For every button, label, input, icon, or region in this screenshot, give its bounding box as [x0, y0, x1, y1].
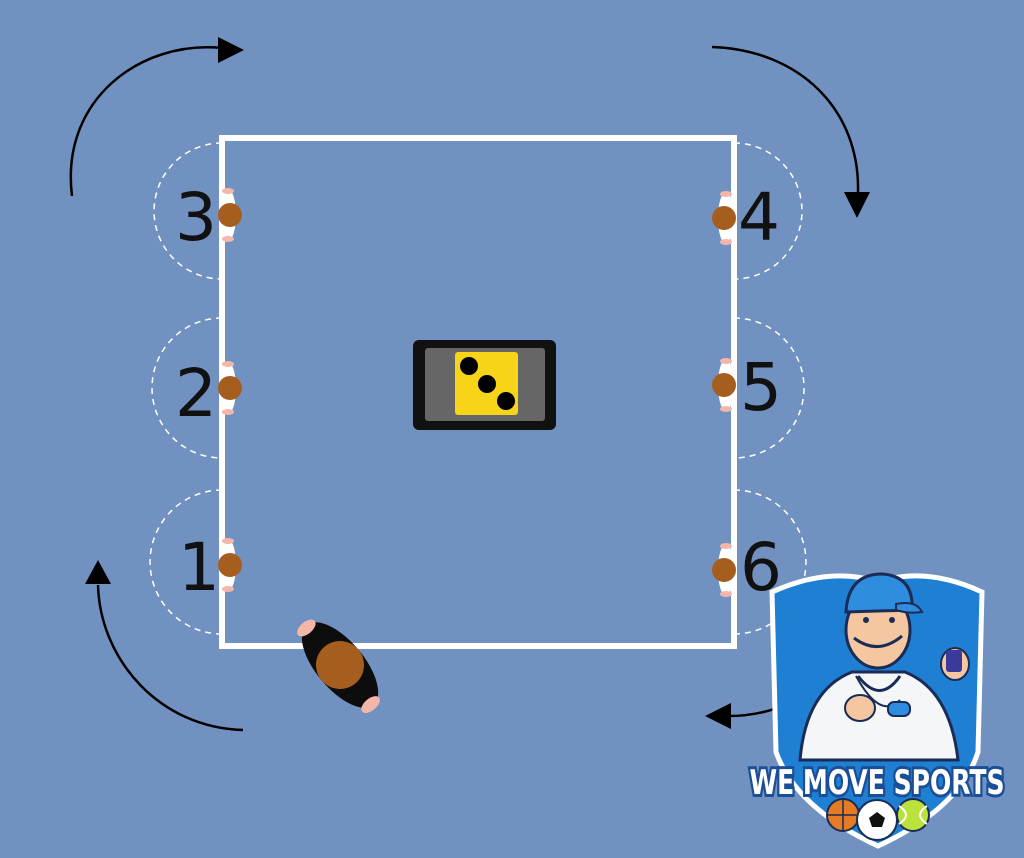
die-pip — [478, 375, 496, 393]
station-number-5: 5 — [740, 349, 782, 426]
arrow-top-right — [711, 45, 860, 193]
arrow-head-bottom-right — [705, 703, 731, 729]
player-1 — [218, 538, 242, 592]
station-number-1: 1 — [178, 529, 220, 606]
logo-coach-cap — [844, 572, 914, 614]
we-move-sports-logo: WE MOVE SPORTS — [747, 572, 1008, 849]
dice-tablet — [413, 340, 556, 430]
zone-6 — [733, 489, 807, 635]
player-2 — [218, 361, 242, 415]
arrow-head-top-left — [218, 37, 244, 63]
zone-1 — [149, 489, 223, 635]
station-number-3: 3 — [175, 179, 217, 256]
player-4 — [712, 191, 736, 245]
station-number-2: 2 — [175, 355, 217, 432]
tennis-ball-icon — [896, 798, 930, 832]
arrow-head-bottom-left — [85, 560, 111, 584]
arrow-top-left — [69, 46, 223, 197]
logo-coach-shirt — [798, 670, 960, 762]
arrow-head-top-right — [844, 192, 870, 218]
station-zones — [149, 142, 807, 635]
zone-5 — [733, 317, 805, 459]
arrow-bottom-left — [96, 584, 244, 732]
basketball-icon — [826, 798, 860, 832]
coach-figure — [297, 619, 380, 714]
station-number-4: 4 — [738, 179, 780, 256]
player-6 — [712, 543, 736, 597]
rotation-arrows — [69, 37, 870, 732]
die-pip — [460, 357, 478, 375]
whistle-icon — [887, 701, 911, 717]
player-3 — [218, 188, 242, 242]
zone-2 — [151, 317, 223, 459]
player-5 — [712, 358, 736, 412]
players — [218, 188, 736, 714]
logo-text: WE MOVE SPORTS — [750, 763, 1005, 803]
die-pip — [497, 392, 515, 410]
soccer-ball-icon — [856, 799, 898, 841]
